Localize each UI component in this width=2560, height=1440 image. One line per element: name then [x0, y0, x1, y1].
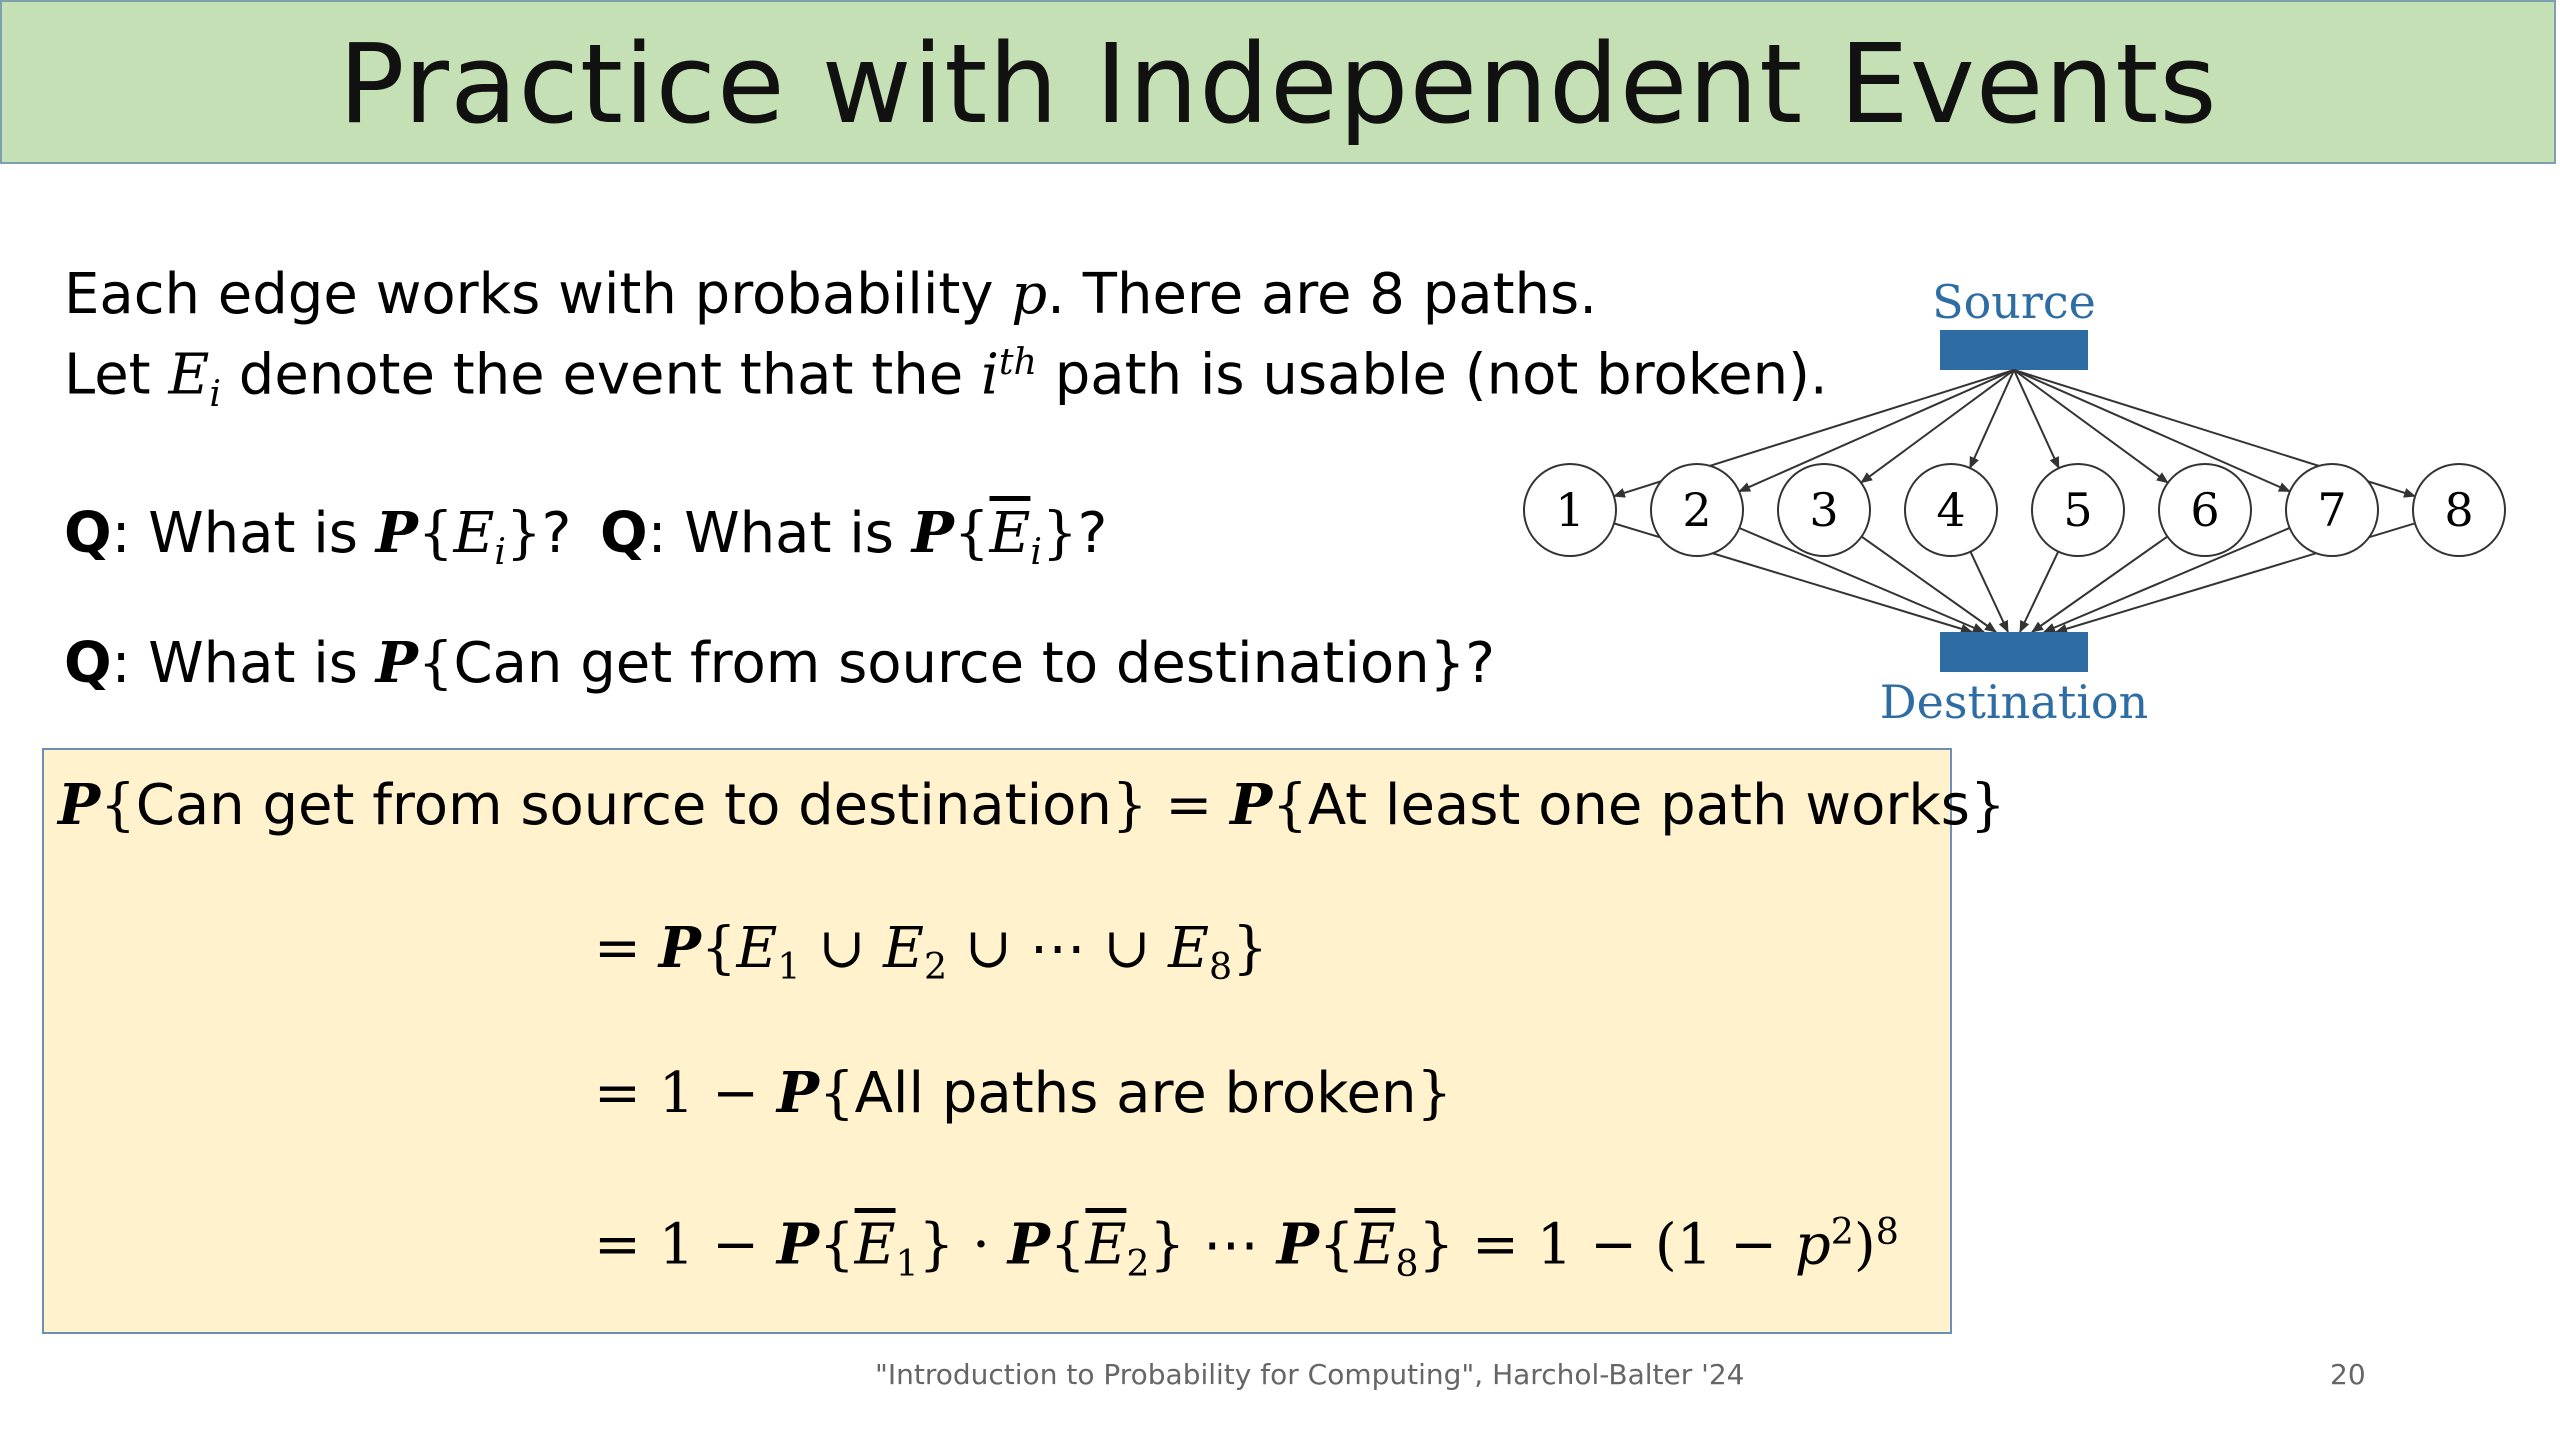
path-node-label: 5: [2063, 483, 2092, 537]
title-bar: Practice with Independent Events: [0, 0, 2556, 164]
page-number: 20: [2330, 1358, 2366, 1391]
footer-citation: "Introduction to Probability for Computi…: [875, 1358, 1745, 1391]
path-node-label: 8: [2444, 483, 2473, 537]
path-node-label: 3: [1809, 483, 1838, 537]
path-node-7: 7: [2285, 463, 2379, 557]
edge-destination-6: [2031, 535, 2168, 633]
edge-source-4: [1968, 369, 2015, 469]
answer-row-2: = P{E1 ∪ E2 ∪ ⋯ ∪ E8}: [594, 915, 1268, 989]
edge-destination-5: [2019, 551, 2060, 633]
edge-source-3: [1860, 369, 2015, 484]
path-node-1: 1: [1523, 463, 1617, 557]
answer-row-3: = 1 − P{All paths are broken}: [594, 1060, 1453, 1126]
path-node-2: 2: [1650, 463, 1744, 557]
path-node-5: 5: [2031, 463, 2125, 557]
path-node-label: 2: [1682, 483, 1711, 537]
answer-row-1: P{Can get from source to destination} = …: [58, 772, 2006, 838]
answer-box: P{Can get from source to destination} = …: [42, 748, 2006, 1334]
path-node-label: 6: [2190, 483, 2219, 537]
network-diagram: Source 1 2 3 4 5 6 7 8 Destination: [1523, 275, 2506, 729]
path-node-label: 4: [1936, 483, 1965, 537]
question-1: Q: What is P{Ei}?: [64, 500, 572, 574]
destination-node: [1940, 632, 2088, 672]
path-node-3: 3: [1777, 463, 1871, 557]
edge-source-2: [1738, 369, 2015, 493]
path-node-8: 8: [2412, 463, 2506, 557]
source-node: [1940, 330, 2088, 370]
edge-destination-2: [1738, 527, 1985, 633]
question-2: Q: What is P{Ei}?: [600, 500, 1108, 574]
question-3: Q: What is P{Can get from source to dest…: [64, 630, 1496, 696]
slide-title: Practice with Independent Events: [338, 20, 2218, 148]
edge-source-7: [2013, 369, 2291, 493]
intro-line-1: Each edge works with probability p. Ther…: [64, 262, 1598, 327]
destination-label: Destination: [1880, 675, 2148, 729]
edge-destination-7: [2043, 527, 2291, 633]
path-node-4: 4: [1904, 463, 1998, 557]
edge-source-5: [2013, 369, 2060, 470]
edge-source-6: [2013, 369, 2169, 484]
answer-row-4: = 1 − P{E1} · P{E2} ⋯ P{E8} = 1 − (1 − p…: [594, 1210, 1899, 1285]
edge-destination-4: [1969, 551, 2009, 633]
intro-line-2: Let Ei denote the event that the ith pat…: [64, 340, 1828, 415]
path-node-label: 1: [1555, 483, 1584, 537]
source-label: Source: [1932, 275, 2096, 329]
path-node-label: 7: [2317, 483, 2346, 537]
path-node-6: 6: [2158, 463, 2252, 557]
path-nodes: 1 2 3 4 5 6 7 8: [1523, 463, 2506, 557]
edge-destination-3: [1860, 535, 1997, 633]
